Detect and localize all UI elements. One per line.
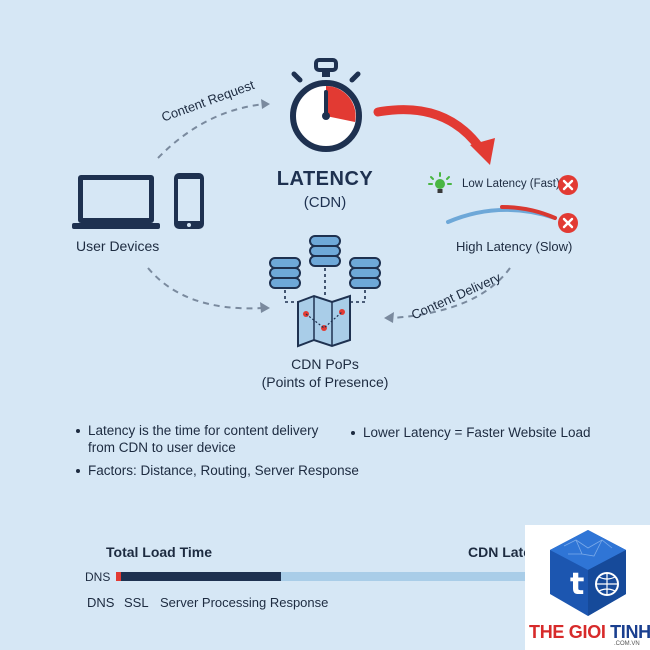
bullet-dot xyxy=(76,469,80,473)
cdn-servers-icon xyxy=(269,235,381,348)
high-latency-label: High Latency (Slow) xyxy=(456,239,572,254)
bullet-dot xyxy=(351,431,355,435)
user-devices-label: User Devices xyxy=(76,238,160,254)
processing-segment xyxy=(121,572,281,581)
diagram-title: LATENCY xyxy=(276,168,374,190)
total-load-time-title: Total Load Time xyxy=(106,544,213,560)
watermark-secondary: TINHOC xyxy=(610,622,650,642)
segment-label-ssl: SSL xyxy=(124,595,149,610)
bullet-text: Lower Latency = Faster Website Load xyxy=(363,425,591,440)
lightbulb-icon xyxy=(428,172,452,193)
stopwatch-icon xyxy=(290,58,362,152)
watermark-brand: THE GIOI TINHOC xyxy=(529,622,650,643)
laptop-icon xyxy=(72,175,160,229)
close-icon xyxy=(558,175,578,195)
watermark-domain: .COM.VN xyxy=(614,641,640,647)
low-latency-label: Low Latency (Fast) xyxy=(462,178,560,190)
high-latency-text: High Latency (Slow) xyxy=(456,239,573,254)
cdn-pops-label: CDN PoPs xyxy=(291,356,359,372)
bullet-latency-definition: Latency is the time for content delivery… xyxy=(76,422,328,456)
close-icon xyxy=(558,213,578,233)
bullet-lower-latency: Lower Latency = Faster Website Load xyxy=(351,424,603,441)
bullet-text: Latency is the time for content delivery… xyxy=(88,423,319,455)
diagram-subtitle: (CDN) xyxy=(303,194,347,211)
bullet-text: Factors: Distance, Routing, Server Respo… xyxy=(88,463,359,478)
svg-text:t: t xyxy=(570,567,584,602)
load-time-bar xyxy=(116,572,536,581)
phone-icon xyxy=(174,173,204,229)
bullet-factors: Factors: Distance, Routing, Server Respo… xyxy=(76,462,388,479)
cdn-pops-sublabel: (Points of Presence) xyxy=(261,374,389,390)
dns-bar-label: DNS xyxy=(85,570,111,584)
logo-icon: t xyxy=(550,530,626,616)
segment-label-processing: Server Processing Response xyxy=(160,595,329,610)
dns-segment xyxy=(116,572,121,581)
watermark-primary: THE GIOI xyxy=(529,622,606,642)
segment-label-dns: DNS xyxy=(87,595,115,610)
bullet-dot xyxy=(76,429,80,433)
